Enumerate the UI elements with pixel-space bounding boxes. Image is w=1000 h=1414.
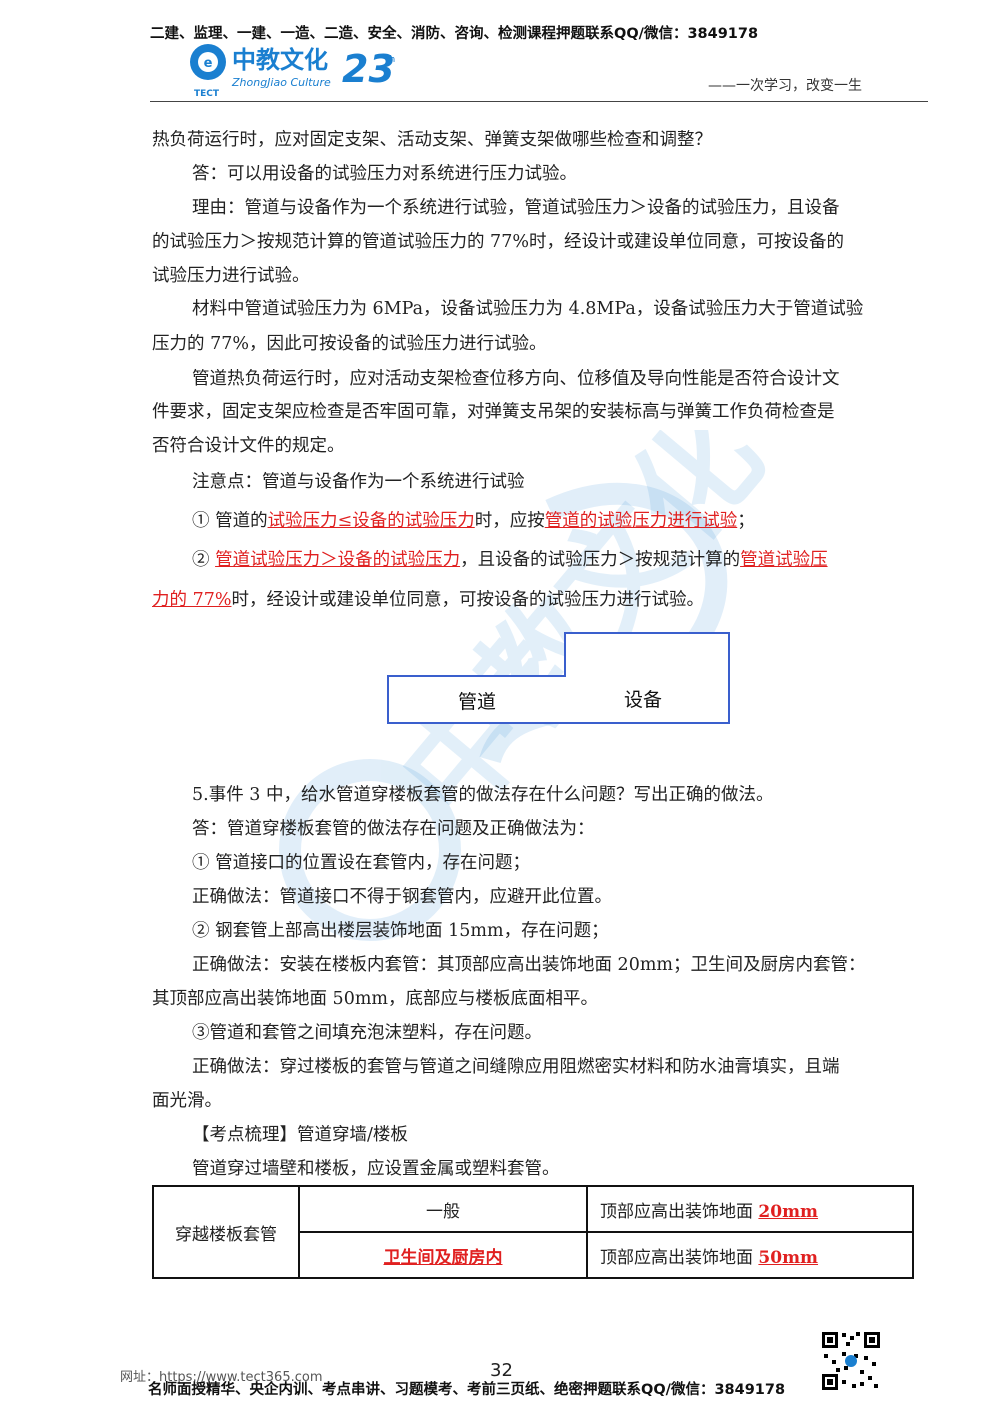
para-line: 压力的 77%，因此可按设备的试验压力进行试验。: [152, 334, 547, 354]
key-point-title: 【考点梳理】管道穿墙/楼板: [192, 1125, 408, 1145]
svg-text:TECT: TECT: [194, 89, 220, 99]
answer-line: 答：可以用设备的试验压力对系统进行压力试验。: [192, 164, 577, 184]
para-line: 否符合设计文件的规定。: [152, 436, 345, 456]
para-line: 试验压力进行试验。: [152, 266, 310, 286]
note-item-2-cont: 力的 77%时，经设计或建设单位同意，可按设备的试验压力进行试验。: [152, 590, 704, 610]
problem-2: ② 钢套管上部高出楼层装饰地面 15mm，存在问题；: [192, 921, 609, 941]
fix-3: 正确做法：穿过楼板的套管与管道之间缝隙应用阻燃密实材料和防水油膏填实，且端: [192, 1057, 840, 1077]
header-divider: [150, 101, 928, 102]
para-line: 管道热负荷运行时，应对活动支架检查位移方向、位移值及导向性能是否符合设计文: [192, 369, 840, 389]
fix-2-cont: 其顶部应高出装饰地面 50mm，底部应与楼板底面相平。: [152, 989, 599, 1009]
header-motto: ——一次学习，改变一生: [708, 78, 862, 94]
svg-text:th: th: [386, 55, 395, 65]
para-line: 的试验压力＞按规范计算的管道试验压力的 77%时，经设计或建设单位同意，可按设备…: [152, 232, 844, 252]
para-line: 材料中管道试验压力为 6MPa，设备试验压力为 4.8MPa，设备试验压力大于管…: [192, 299, 864, 319]
pipe-equipment-diagram: 管道 设备: [387, 632, 730, 724]
table-cell: 顶部应高出装饰地面 20mm: [586, 1185, 914, 1233]
table-cell: 一般: [298, 1185, 588, 1233]
para-line: 热负荷运行时，应对固定支架、活动支架、弹簧支架做哪些检查和调整？: [152, 130, 712, 150]
problem-3: ③管道和套管之间填充泡沫塑料，存在问题。: [192, 1023, 542, 1043]
footer-ad: 名师面授精华、央企内训、考点串讲、习题模考、考前三页纸、绝密押题联系QQ/微信：…: [148, 1382, 786, 1398]
table-row: 穿越楼板套管 一般 顶部应高出装饰地面 20mm: [152, 1185, 914, 1279]
diagram-equipment-label: 设备: [624, 689, 662, 711]
note-item-2: ② 管道试验压力＞设备的试验压力，且设备的试验压力＞按规范计算的管道试验压: [192, 550, 828, 570]
para-line: 件要求，固定支架应检查是否牢固可靠，对弹簧支吊架的安装标高与弹簧工作负荷检查是: [152, 402, 835, 422]
fix-2: 正确做法：安装在楼板内套管：其顶部应高出装饰地面 20mm；卫生间及厨房内套管：: [192, 955, 866, 975]
svg-text:ZhongJiao Culture: ZhongJiao Culture: [231, 76, 331, 89]
fix-1: 正确做法：管道接口不得于钢套管内，应避开此位置。: [192, 887, 612, 907]
footer-url: 网址：https://www.tect365.com: [120, 1370, 323, 1385]
diagram-outline: [387, 632, 730, 724]
page-number: 32: [490, 1360, 513, 1381]
diagram-pipe-label: 管道: [458, 691, 496, 713]
svg-text:23: 23: [342, 47, 395, 91]
problem-1: ① 管道接口的位置设在套管内，存在问题；: [192, 853, 531, 873]
table-row: 卫生间及厨房内 顶部应高出装饰地面 50mm: [153, 1231, 914, 1279]
note-title: 注意点：管道与设备作为一个系统进行试验: [192, 472, 525, 492]
qr-code-icon: [820, 1330, 882, 1392]
company-logo: e TECT 中教文化 ZhongJiao Culture 23 th: [190, 44, 395, 99]
note-item-1: ① 管道的试验压力≤设备的试验压力时，应按管道的试验压力进行试验；: [192, 511, 755, 531]
svg-text:中教文化: 中教文化: [232, 46, 328, 74]
table-cell: 卫生间及厨房内: [298, 1231, 588, 1279]
question-5: 5.事件 3 中，给水管道穿楼板套管的做法存在什么问题？写出正确的做法。: [192, 785, 774, 805]
para-line: 理由：管道与设备作为一个系统进行试验，管道试验压力＞设备的试验压力，且设备: [192, 198, 840, 218]
sleeve-table: 穿越楼板套管 一般 顶部应高出装饰地面 20mm 卫生间及厨房内 顶部应高出装饰…: [152, 1185, 914, 1279]
svg-text:e: e: [204, 56, 213, 71]
answer-5: 答：管道穿楼板套管的做法存在问题及正确做法为：: [192, 819, 595, 839]
key-point-text: 管道穿过墙壁和楼板，应设置金属或塑料套管。: [192, 1159, 560, 1179]
table-cell: 顶部应高出装饰地面 50mm: [586, 1231, 914, 1279]
table-row-header: 穿越楼板套管: [152, 1185, 300, 1279]
fix-3-cont: 面光滑。: [152, 1091, 222, 1111]
header-contact-line: 二建、监理、一建、一造、二造、安全、消防、咨询、检测课程押题联系QQ/微信：38…: [150, 26, 759, 42]
